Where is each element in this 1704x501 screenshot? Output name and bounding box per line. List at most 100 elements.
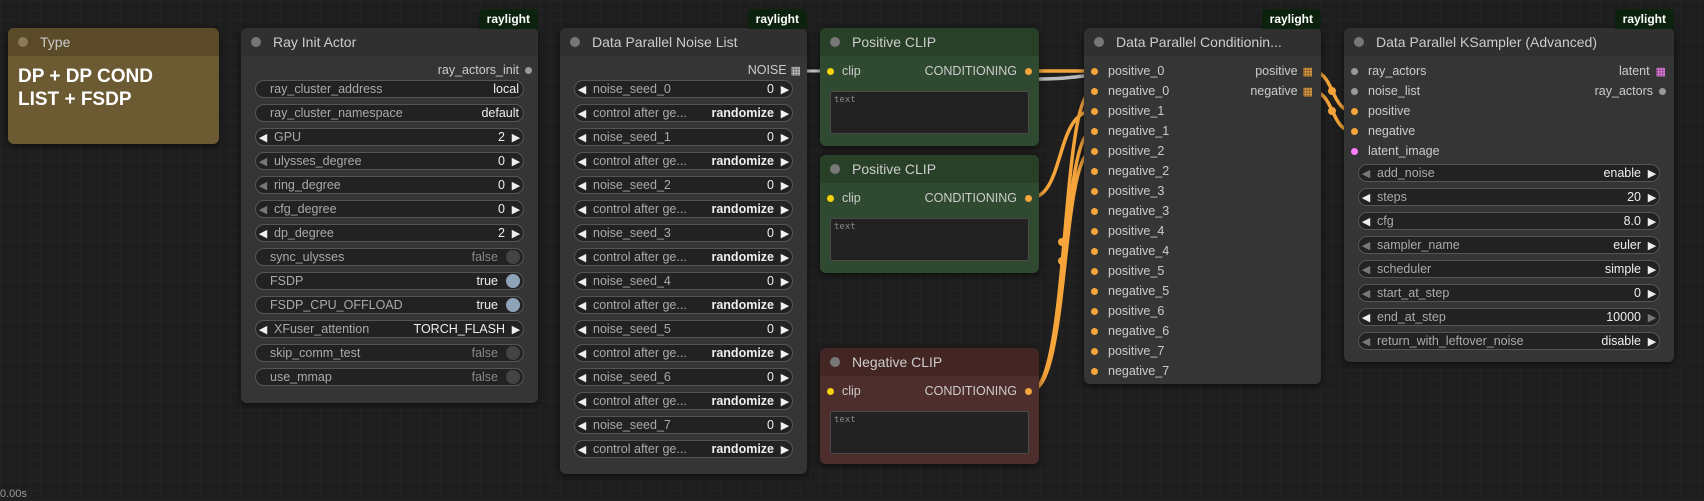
node-header[interactable]: Positive CLIP (820, 28, 1039, 56)
decrement-arrow-icon[interactable]: ◀ (1361, 239, 1371, 252)
node-header[interactable]: Ray Init Actor (241, 28, 538, 56)
decrement-arrow-icon[interactable]: ◀ (577, 179, 587, 192)
toggle-knob-icon[interactable] (506, 274, 520, 288)
collapse-dot-icon[interactable] (18, 37, 28, 47)
input-negative-1[interactable]: negative_1 (1091, 124, 1169, 138)
input-positive[interactable]: positive (1351, 104, 1410, 118)
decrement-arrow-icon[interactable]: ◀ (577, 107, 587, 120)
decrement-arrow-icon[interactable]: ◀ (1361, 191, 1371, 204)
decrement-arrow-icon[interactable]: ◀ (577, 203, 587, 216)
input-positive-1[interactable]: positive_1 (1091, 104, 1164, 118)
collapse-dot-icon[interactable] (830, 164, 840, 174)
input-positive-0[interactable]: positive_0 (1091, 64, 1164, 78)
grid-socket-icon[interactable]: ▦ (1302, 85, 1313, 98)
increment-arrow-icon[interactable]: ▶ (511, 131, 521, 144)
control-after-generate-widget[interactable]: ◀control after ge...randomize▶ (574, 248, 793, 266)
input-positive-4[interactable]: positive_4 (1091, 224, 1164, 238)
input-socket-icon[interactable] (1091, 287, 1098, 295)
prompt-textarea[interactable]: text (830, 218, 1029, 261)
noise-list-node[interactable]: raylight Data Parallel Noise List NOISE … (560, 9, 807, 474)
output-latent[interactable]: latent ▦ (1619, 64, 1666, 78)
output-socket-icon[interactable] (1659, 87, 1666, 95)
input-socket-icon[interactable] (1091, 307, 1098, 315)
input-positive-2[interactable]: positive_2 (1091, 144, 1164, 158)
decrement-arrow-icon[interactable]: ◀ (577, 443, 587, 456)
input-socket-icon[interactable] (1091, 67, 1098, 75)
increment-arrow-icon[interactable]: ▶ (1647, 191, 1657, 204)
decrement-arrow-icon[interactable]: ◀ (1361, 335, 1371, 348)
dp-ksampler-node[interactable]: raylight Data Parallel KSampler (Advance… (1344, 9, 1674, 362)
node-header[interactable]: Data Parallel Conditionin... (1084, 28, 1321, 56)
increment-arrow-icon[interactable]: ▶ (780, 371, 790, 384)
control-after-generate-widget[interactable]: ◀control after ge...randomize▶ (574, 296, 793, 314)
decrement-arrow-icon[interactable]: ◀ (577, 323, 587, 336)
increment-arrow-icon[interactable]: ▶ (780, 155, 790, 168)
input-socket-icon[interactable] (1091, 87, 1098, 95)
output-socket-icon[interactable] (1025, 387, 1032, 395)
collapse-dot-icon[interactable] (570, 37, 580, 47)
input-socket-icon[interactable] (1091, 167, 1098, 175)
node-header[interactable]: Data Parallel Noise List (560, 28, 807, 56)
input-positive-6[interactable]: positive_6 (1091, 304, 1164, 318)
input-noise-list[interactable]: noise_list (1351, 84, 1420, 98)
input-negative-3[interactable]: negative_3 (1091, 204, 1169, 218)
increment-arrow-icon[interactable]: ▶ (1647, 263, 1657, 276)
decrement-arrow-icon[interactable]: ◀ (577, 371, 587, 384)
increment-arrow-icon[interactable]: ▶ (1647, 335, 1657, 348)
decrement-arrow-icon[interactable]: ◀ (577, 155, 587, 168)
collapse-dot-icon[interactable] (1354, 37, 1364, 47)
input-socket-icon[interactable] (1091, 367, 1098, 375)
input-positive-5[interactable]: positive_5 (1091, 264, 1164, 278)
node-header[interactable]: Data Parallel KSampler (Advanced) (1344, 28, 1674, 56)
input-socket-icon[interactable] (1091, 207, 1098, 215)
input-negative-4[interactable]: negative_4 (1091, 244, 1169, 258)
control-after-generate-widget[interactable]: ◀control after ge...randomize▶ (574, 200, 793, 218)
decrement-arrow-icon[interactable]: ◀ (577, 347, 587, 360)
input-socket-icon[interactable] (1351, 87, 1358, 95)
collapse-dot-icon[interactable] (1094, 37, 1104, 47)
input-socket-icon[interactable] (827, 67, 834, 75)
collapse-dot-icon[interactable] (830, 37, 840, 47)
increment-arrow-icon[interactable]: ▶ (1647, 215, 1657, 228)
increment-arrow-icon[interactable]: ▶ (780, 299, 790, 312)
node-header[interactable]: Negative CLIP (820, 348, 1039, 376)
decrement-arrow-icon[interactable]: ◀ (258, 203, 268, 216)
output-ray-actors[interactable]: ray_actors (1595, 84, 1666, 98)
decrement-arrow-icon[interactable]: ◀ (577, 227, 587, 240)
input-socket-icon[interactable] (1091, 187, 1098, 195)
input-socket-icon[interactable] (1351, 107, 1358, 115)
grid-socket-icon[interactable]: ▦ (1655, 65, 1666, 78)
toggle-knob-icon[interactable] (506, 250, 520, 264)
ray-init-actor-node[interactable]: raylight Ray Init Actor ray_actors_init … (241, 9, 538, 403)
increment-arrow-icon[interactable]: ▶ (1647, 239, 1657, 252)
decrement-arrow-icon[interactable]: ◀ (577, 131, 587, 144)
type-note-node[interactable]: Type DP + DP COND LIST + FSDP (8, 28, 219, 144)
increment-arrow-icon[interactable]: ▶ (780, 443, 790, 456)
control-after-generate-widget[interactable]: ◀control after ge...randomize▶ (574, 392, 793, 410)
decrement-arrow-icon[interactable]: ◀ (258, 131, 268, 144)
increment-arrow-icon[interactable]: ▶ (780, 131, 790, 144)
decrement-arrow-icon[interactable]: ◀ (577, 395, 587, 408)
output-conditioning[interactable]: CONDITIONING (925, 384, 1032, 398)
output-negative[interactable]: negative ▦ (1250, 84, 1313, 98)
input-socket-icon[interactable] (1351, 127, 1358, 135)
input-socket-icon[interactable] (1091, 127, 1098, 135)
output-socket-icon[interactable] (1025, 194, 1032, 202)
input-socket-icon[interactable] (1091, 147, 1098, 155)
